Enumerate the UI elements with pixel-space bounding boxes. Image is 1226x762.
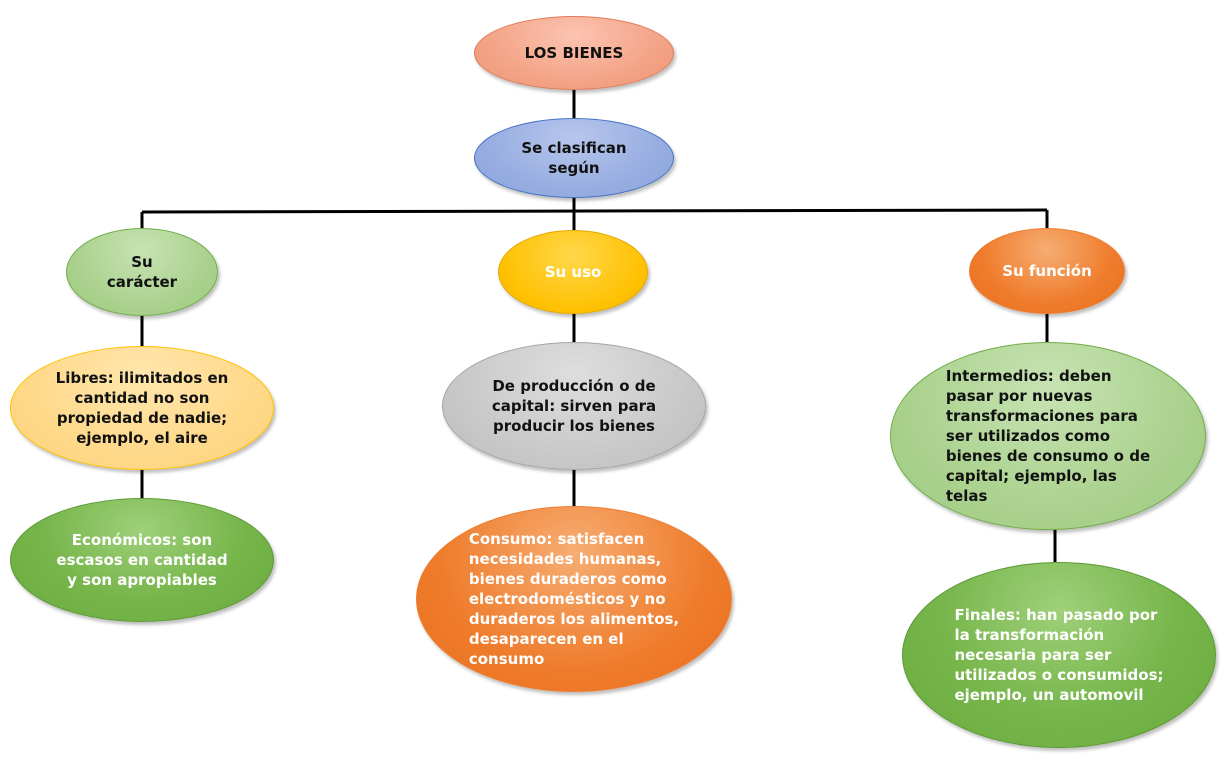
intermedios-text: Intermedios: deben pasar por nuevas tran… bbox=[945, 367, 1151, 505]
libres-node: Libres: ilimitados en cantidad no son pr… bbox=[10, 346, 274, 470]
intermedios-node: Intermedios: deben pasar por nuevas tran… bbox=[890, 342, 1206, 530]
finales-node: Finales: han pasado por la transformació… bbox=[902, 562, 1216, 748]
root-label: LOS BIENES bbox=[524, 44, 624, 62]
connector-horizontal-bar bbox=[141, 208, 1048, 214]
branch-uso-node: Su uso bbox=[498, 230, 648, 314]
branch-funcion-label: Su función bbox=[1002, 262, 1092, 280]
branch-uso-label: Su uso bbox=[544, 263, 602, 281]
produccion-node: De producción o de capital: sirven para … bbox=[442, 342, 706, 470]
branch-caracter-label: Su carácter bbox=[106, 253, 178, 291]
branch-caracter-node: Su carácter bbox=[66, 228, 218, 316]
classifier-label: Se clasifican según bbox=[521, 139, 627, 177]
finales-text: Finales: han pasado por la transformació… bbox=[954, 606, 1164, 704]
economicos-text: Económicos: son escasos en cantidad y so… bbox=[56, 531, 228, 589]
branch-funcion-node: Su función bbox=[969, 228, 1125, 314]
consumo-text: Consumo: satisfacen necesidades humanas,… bbox=[468, 530, 680, 668]
root-node: LOS BIENES bbox=[474, 16, 674, 90]
produccion-text: De producción o de capital: sirven para … bbox=[491, 377, 657, 435]
classifier-node: Se clasifican según bbox=[474, 118, 674, 198]
consumo-node: Consumo: satisfacen necesidades humanas,… bbox=[416, 506, 732, 692]
economicos-node: Económicos: son escasos en cantidad y so… bbox=[10, 498, 274, 622]
libres-text: Libres: ilimitados en cantidad no son pr… bbox=[55, 369, 229, 447]
